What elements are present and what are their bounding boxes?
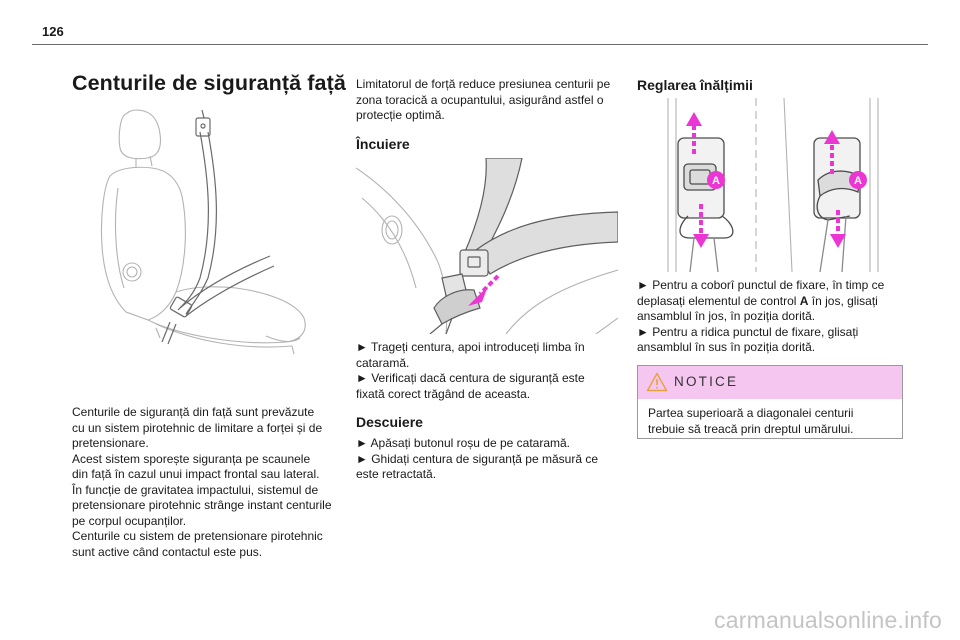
height-adjuster-illustration: A A: [667, 98, 879, 272]
text-line: fixată corect trăgând de aceasta.: [356, 386, 531, 401]
height-adjust-steps: ► Pentru a coborî punctul de fixare, în …: [637, 278, 907, 356]
seatbelt-description: Centurile de siguranță din față sunt pre…: [72, 405, 342, 560]
text-line: pretensionare pirotehnic strânge instant…: [72, 498, 332, 512]
text-line: În funcție de gravitatea impactului, sis…: [72, 482, 319, 497]
marker-a-right: A: [854, 175, 862, 187]
text-line: pretensionare.: [72, 436, 149, 450]
notice-header: NOTICE: [638, 366, 902, 399]
text-line: Limitatorul de forță reduce presiunea ce…: [356, 77, 611, 91]
warning-triangle-icon: [646, 372, 668, 392]
text-line: ► Verificați dacă centura de siguranță e…: [356, 371, 585, 385]
text-line: deplasați elementul de control A în jos,…: [637, 294, 907, 310]
notice-title: NOTICE: [674, 374, 739, 389]
control-a-label: A: [799, 293, 809, 308]
text-fragment: în jos, glisați: [808, 293, 878, 308]
lock-steps: ► Trageți centura, apoi introduceți limb…: [356, 340, 626, 402]
text-line: ► Trageți centura, apoi introduceți limb…: [356, 340, 585, 354]
buckle-illustration: [356, 158, 618, 334]
text-line: este retractată.: [356, 467, 437, 481]
seat-illustration: [100, 109, 306, 355]
text-line: ansamblul în sus în poziția dorită.: [637, 340, 816, 354]
text-line: din față în cazul unui impact frontal sa…: [72, 467, 320, 481]
height-adjust-heading: Reglarea înălțimii: [637, 77, 753, 93]
header-rule: [32, 44, 928, 45]
section-title: Centurile de siguranță față: [72, 71, 346, 95]
lock-heading: Încuiere: [356, 136, 410, 152]
text-fragment: deplasați elementul de control: [637, 293, 800, 308]
text-line: zona toracică a ocupantului, asigurând a…: [356, 92, 604, 107]
text-line: ► Apăsați butonul roșu de pe cataramă.: [356, 436, 571, 450]
notice-box: NOTICE Partea superioară a diagonalei ce…: [637, 365, 903, 439]
text-line: Centurile de siguranță din față sunt pre…: [72, 405, 315, 419]
page-number: 126: [42, 24, 64, 39]
text-line: cu un sistem pirotehnic de limitare a fo…: [72, 420, 323, 435]
text-line: ansamblul în jos, în poziția dorită.: [637, 309, 816, 323]
text-line: sunt active când contactul este pus.: [72, 544, 263, 559]
marker-a-left: A: [712, 175, 720, 187]
unlock-heading: Descuiere: [356, 414, 423, 430]
text-line: pe corpul ocupanților.: [72, 513, 187, 528]
text-line: trebuie să treacă prin dreptul umărului.: [648, 421, 854, 436]
text-line: cataramă.: [356, 355, 410, 370]
text-line: ► Pentru a coborî punctul de fixare, în …: [637, 278, 885, 292]
text-line: Partea superioară a diagonalei centurii: [648, 406, 854, 420]
force-limiter-text: Limitatorul de forță reduce presiunea ce…: [356, 77, 626, 124]
text-line: Centurile cu sistem de pretensionare pir…: [72, 529, 323, 543]
text-line: ► Pentru a ridica punctul de fixare, gli…: [637, 324, 859, 339]
text-line: protecție optimă.: [356, 108, 445, 122]
watermark: carmanualsonline.info: [714, 607, 942, 633]
unlock-steps: ► Apăsați butonul roșu de pe cataramă. ►…: [356, 436, 626, 483]
text-line: ► Ghidați centura de siguranță pe măsură…: [356, 451, 599, 466]
text-line: Acest sistem sporește siguranța pe scaun…: [72, 451, 311, 466]
notice-text: Partea superioară a diagonalei centurii …: [648, 406, 853, 437]
